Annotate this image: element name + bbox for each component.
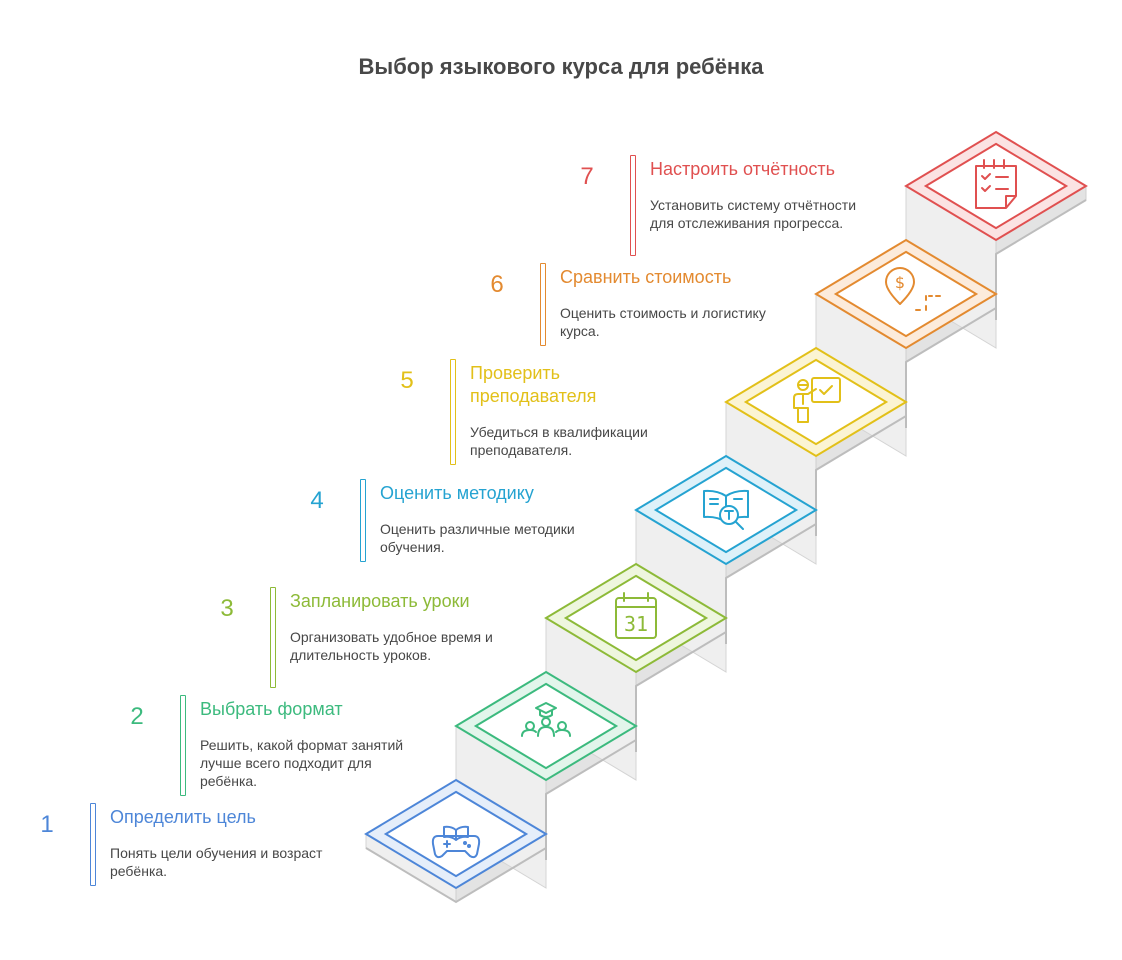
step-7-tile [904, 130, 1088, 242]
step-3-description: Организовать удобное время и длительност… [290, 629, 493, 663]
step-2-tile [454, 670, 638, 782]
checklist-icon [975, 159, 1017, 209]
step-1-tile [364, 778, 548, 890]
step-7-description: Установить систему отчётности для отслеж… [650, 197, 857, 231]
step-3-tile: 31 [544, 562, 728, 674]
step-2-description: Решить, какой формат занятий лучше всего… [200, 737, 404, 789]
step-1-bar [90, 803, 96, 886]
teacher-board-icon [793, 377, 841, 423]
step-5-heading: Проверить преподавателя [470, 363, 597, 406]
step-7-bar [630, 155, 636, 256]
step-2-bar [180, 695, 186, 796]
step-6-tile: $ [814, 238, 998, 350]
step-4-tile [634, 454, 818, 566]
step-4-bar [360, 479, 366, 562]
step-4-number: 4 [310, 487, 324, 514]
step-7-heading: Настроить отчётность [650, 159, 836, 179]
price-pin-icon: $ [885, 267, 941, 311]
step-3-heading: Запланировать уроки [290, 591, 470, 611]
step-7-tile-inner [923, 142, 1069, 230]
step-3-number: 3 [220, 595, 234, 622]
step-3-bar [270, 587, 276, 688]
calendar-number: 31 [624, 612, 648, 636]
step-1-heading: Определить цель [110, 807, 256, 827]
step-5-bar [450, 359, 456, 465]
step-6-description: Оценить стоимость и логистику курса. [560, 305, 766, 339]
step-2-heading: Выбрать формат [200, 699, 343, 719]
step-6-number: 6 [490, 271, 504, 298]
graduation-group-icon [521, 702, 571, 737]
step-5-tile [724, 346, 908, 458]
step-6-tile-inner [833, 250, 979, 338]
step-1-number: 1 [40, 811, 54, 838]
diagram-title: Выбор языкового курса для ребёнка [358, 54, 764, 79]
step-2-number: 2 [130, 703, 144, 730]
dollar-sign: $ [895, 273, 905, 292]
calendar-31-icon: 31 [615, 592, 657, 639]
staircase-outline [365, 199, 1087, 904]
step-4-heading: Оценить методику [380, 483, 534, 503]
book-magnifier-icon [703, 489, 749, 530]
gamepad-book-icon [431, 825, 481, 859]
step-6-bar [540, 263, 546, 346]
step-4-description: Оценить различные методики обучения. [380, 521, 575, 555]
step-1-description: Понять цели обучения и возраст ребёнка. [110, 845, 323, 879]
step-5-number: 5 [400, 367, 414, 394]
step-5-description: Убедиться в квалификации преподавателя. [470, 424, 648, 458]
step-6-heading: Сравнить стоимость [560, 267, 732, 287]
step-7-number: 7 [580, 163, 594, 190]
step-3-tile-inner [563, 574, 709, 662]
